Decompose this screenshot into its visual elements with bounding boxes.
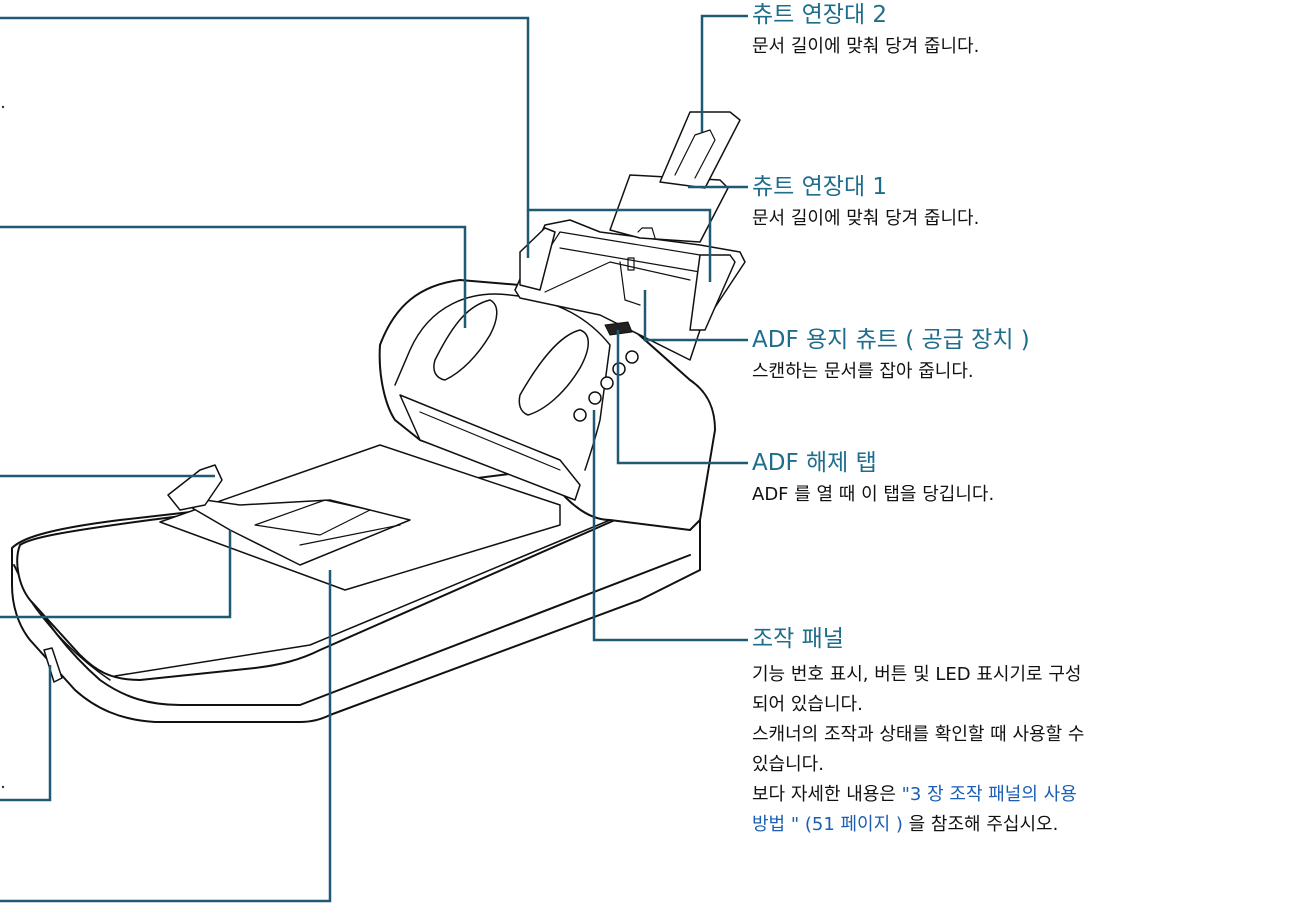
chute-extension-1-desc: 문서 길이에 맞춰 당겨 줍니다. [752, 208, 980, 229]
leader-adf-cover [0, 225, 467, 328]
adf-paper-chute-title: ADF 용지 츄트 ( 공급 장치 ) [752, 327, 1030, 353]
chute-extension-2 [659, 111, 741, 189]
leader-chute-ext2 [700, 14, 748, 132]
reference-suffix: 을 참조해 주십시오. [902, 814, 1059, 835]
panel-button-4 [625, 350, 639, 364]
adf-cover-window-right [518, 329, 589, 416]
scanner-illustration [11, 111, 746, 723]
leader-lines [0, 14, 748, 903]
operator-panel-desc-line-1: 기능 번호 표시, 버튼 및 LED 표시기로 구성 [752, 664, 1082, 685]
panel-button-2 [600, 376, 614, 390]
adf-cover-window-left [433, 299, 498, 381]
callout-chute-extension-2: 츄트 연장대 2 문서 길이에 맞춰 당겨 줍니다. [752, 0, 979, 62]
operator-panel-desc-line-4: 있습니다. [752, 754, 824, 775]
operator-panel-reference-line-2: 방법 " (51 페이지 ) 을 참조해 주십시오. [752, 810, 1084, 840]
adf-release-tab-title: ADF 해제 탭 [752, 450, 877, 476]
leader-operator-panel [592, 410, 748, 642]
callout-operator-panel: 조작 패널 기능 번호 표시, 버튼 및 LED 표시기로 구성 되어 있습니다… [752, 624, 1084, 840]
operator-panel-desc-line-3: 스캐너의 조작과 상태를 확인할 때 사용할 수 [752, 724, 1085, 745]
panel-button-1 [588, 391, 602, 405]
adf-release-tab [604, 321, 633, 336]
leader-stacker [0, 530, 232, 619]
adf-release-tab-desc: ADF 를 열 때 이 탭을 당깁니다. [752, 484, 995, 505]
adf-paper-chute-desc: 스캔하는 문서를 잡아 줍니다. [752, 361, 974, 382]
leader-adf-release [616, 330, 748, 465]
side-guide-right [689, 254, 736, 331]
operator-panel-chapter-link[interactable]: "3 장 조작 패널의 사용 [901, 784, 1077, 805]
chute-extension-2-title: 츄트 연장대 2 [752, 2, 888, 28]
reference-prefix: 보다 자세한 내용은 [752, 784, 902, 805]
leader-adf-chute [643, 290, 748, 342]
chute-extension-2-desc: 문서 길이에 맞춰 당겨 줍니다. [752, 36, 980, 57]
callout-adf-paper-chute: ADF 용지 츄트 ( 공급 장치 ) 스캔하는 문서를 잡아 줍니다. [752, 325, 1030, 387]
operator-panel-title: 조작 패널 [752, 626, 844, 652]
adf-paper-chute [514, 219, 746, 361]
operator-panel-chapter-link-cont[interactable]: 방법 " (51 페이지 ) [752, 814, 903, 835]
callout-chute-extension-1: 츄트 연장대 1 문서 길이에 맞춰 당겨 줍니다. [752, 172, 979, 234]
callout-adf-release-tab: ADF 해제 탭 ADF 를 열 때 이 탭을 당깁니다. [752, 448, 994, 510]
operator-panel-reference-line-1: 보다 자세한 내용은 "3 장 조작 패널의 사용 [752, 780, 1084, 810]
side-guide-left [519, 227, 556, 291]
leader-document-mat [0, 570, 332, 903]
power-button [573, 408, 587, 422]
leader-flatbed-lever [0, 665, 52, 802]
operator-panel-desc-line-2: 되어 있습니다. [752, 694, 863, 715]
chute-extension-1-title: 츄트 연장대 1 [752, 174, 888, 200]
